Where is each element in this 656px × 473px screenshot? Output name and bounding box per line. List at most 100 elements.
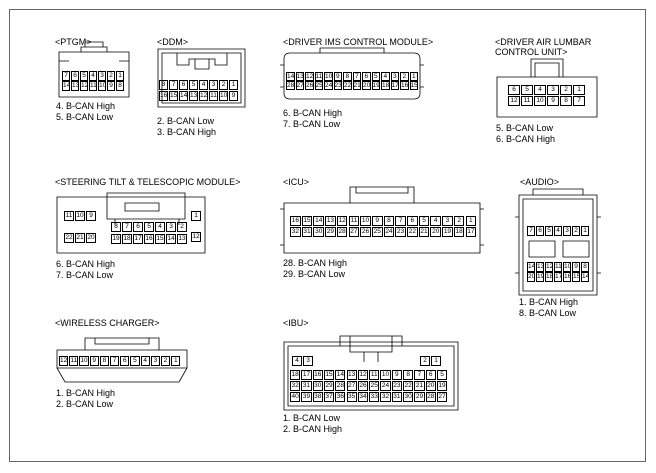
pin-cell: 10 xyxy=(219,91,228,101)
pin-cell: 8 xyxy=(99,356,109,366)
pin-cell: 32 xyxy=(290,381,301,391)
pin-cell: 9 xyxy=(89,356,99,366)
pin-cell: 11 xyxy=(369,370,380,380)
pin-cell: 1 xyxy=(229,80,238,90)
pin-cell: 23 xyxy=(395,227,406,237)
pin-cell: 30 xyxy=(403,392,414,402)
pin-cell: 4 xyxy=(292,356,302,366)
steering-title: <STEERING TILT & TELESCOPIC MODULE> xyxy=(55,177,241,187)
pin-cell: 15 xyxy=(323,370,335,380)
pin-cell: 6 xyxy=(407,216,418,226)
pin-cell: 9 xyxy=(229,91,238,101)
ddm-signal-2: 3. B-CAN High xyxy=(157,127,217,137)
pin-cell: 1 xyxy=(573,85,585,95)
pin-cell: 24 xyxy=(380,381,391,391)
pin-cell: 14 xyxy=(179,91,188,101)
pin-cell: 5 xyxy=(436,370,448,380)
pin-cell: 20 xyxy=(362,81,371,90)
pin-cell: 11 xyxy=(69,356,79,366)
pin-cell: 40 xyxy=(290,392,301,402)
pin-cell: 16 xyxy=(400,81,409,90)
pin-cell: 27 xyxy=(348,227,360,237)
pin-cell: 3 xyxy=(303,356,313,366)
pin-cell: 6 xyxy=(362,72,371,81)
pin-cell: 4 xyxy=(381,72,390,81)
pin-cell: 3 xyxy=(442,216,453,226)
pin-cell: 36 xyxy=(335,392,346,402)
ibu-title: <IBU> xyxy=(283,318,309,328)
pin-cell: 16 xyxy=(563,272,571,282)
pin-cell: 25 xyxy=(369,381,380,391)
pin-cell: 5 xyxy=(80,71,88,81)
pin-cell: 7 xyxy=(110,356,120,366)
pin-cell: 15 xyxy=(155,234,165,244)
pin-cell: 17 xyxy=(465,227,477,237)
wireless-signal-2: 2. B-CAN Low xyxy=(56,399,114,409)
pin-cell: 2 xyxy=(177,222,187,232)
pin-cell: 32 xyxy=(380,392,391,402)
pin-cell: 17 xyxy=(133,234,143,244)
pin-cell: 16 xyxy=(290,216,301,226)
pin-cell: 12 xyxy=(545,262,553,272)
pin-cell: 6 xyxy=(425,370,436,380)
pin-cell: 17 xyxy=(390,81,399,90)
pin-cell: 20 xyxy=(527,272,535,282)
pin-cell: 7 xyxy=(527,226,535,236)
pin-cell: 19 xyxy=(442,227,453,237)
pin-cell: 1 xyxy=(171,356,181,366)
pin-cell: 28 xyxy=(286,81,295,90)
pin-cell: 29 xyxy=(325,227,336,237)
pin-cell: 7 xyxy=(62,71,70,81)
pin-cell: 5 xyxy=(189,80,198,90)
pin-cell: 10 xyxy=(75,211,85,221)
pin-cell: 13 xyxy=(346,370,357,380)
pin-cell: 4 xyxy=(155,222,165,232)
wireless-charger-connector: <WIRELESS CHARGER> 1. B-CAN High 2. B-CA… xyxy=(55,318,205,418)
pin-cell: 3 xyxy=(390,72,399,81)
driver-air-lumbar-connector: <DRIVER AIR LUMBAR CONTROL UNIT> 5. B-CA… xyxy=(495,37,615,147)
pin-cell: 1 xyxy=(465,216,477,226)
pin-cell: 8 xyxy=(116,81,124,91)
pin-cell: 30 xyxy=(312,381,323,391)
pin-cell: 2 xyxy=(572,226,580,236)
pin-cell: 22 xyxy=(403,381,414,391)
pin-cell: 11 xyxy=(209,91,218,101)
pin-cell: 5 xyxy=(371,72,380,81)
pin-cell: 11 xyxy=(554,262,562,272)
pin-cell: 27 xyxy=(436,392,448,402)
audio-signal-2: 8. B-CAN Low xyxy=(519,308,577,318)
pin-cell: 20 xyxy=(425,381,436,391)
pin-cell: 9 xyxy=(572,262,580,272)
pin-cell: 18 xyxy=(545,272,553,282)
pin-cell: 9 xyxy=(107,81,115,91)
pin-cell: 14 xyxy=(527,262,535,272)
pin-cell: 19 xyxy=(371,81,380,90)
pin-cell: 27 xyxy=(295,81,304,90)
pin-cell: 15 xyxy=(409,81,418,90)
pin-cell: 23 xyxy=(333,81,342,90)
pin-cell: 31 xyxy=(391,392,402,402)
pin-cell: 4 xyxy=(554,226,562,236)
pin-cell: 31 xyxy=(301,227,313,237)
pin-cell: 16 xyxy=(159,91,168,101)
pin-cell: 14 xyxy=(313,216,325,226)
pin-cell: 7 xyxy=(395,216,406,226)
pin-cell: 12 xyxy=(80,81,88,91)
wireless-signal-1: 1. B-CAN High xyxy=(56,388,116,398)
pin-cell: 22 xyxy=(407,227,418,237)
pin-cell: 8 xyxy=(581,262,589,272)
pin-cell: 5 xyxy=(521,85,533,95)
pin-cell: 27 xyxy=(346,381,357,391)
pin-cell: 11 xyxy=(348,216,360,226)
pin-cell: 10 xyxy=(324,72,333,81)
pin-cell: 6 xyxy=(179,80,188,90)
icu-title: <ICU> xyxy=(283,177,310,187)
pin-cell: 13 xyxy=(295,72,304,81)
pin-cell: 6 xyxy=(536,226,544,236)
pin-cell: 26 xyxy=(357,381,369,391)
pin-cell: 29 xyxy=(414,392,425,402)
pin-cell: 6 xyxy=(133,222,143,232)
pin-cell: 11 xyxy=(64,211,74,221)
